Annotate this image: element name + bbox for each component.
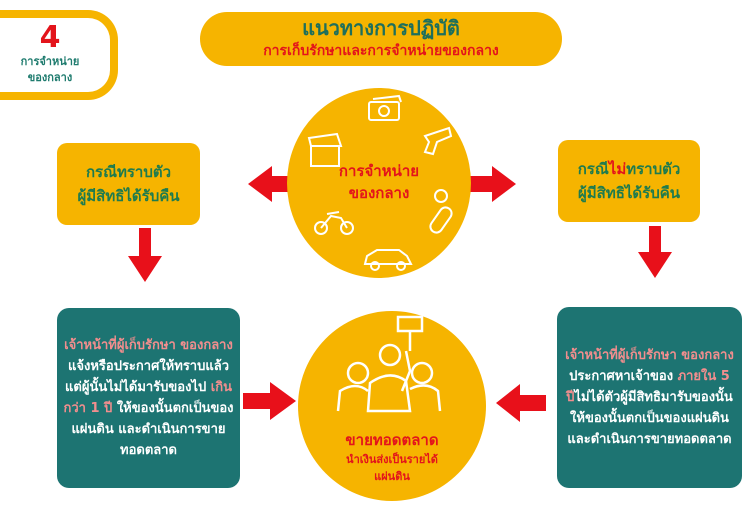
pills-icon (429, 189, 453, 234)
auction-icon (336, 315, 442, 413)
page-subtitle: การเก็บรักษาและการจำหน่ายของกลาง (263, 43, 499, 59)
section-badge: 4 การจำหน่าย ของกลาง (0, 10, 118, 100)
money-icon (368, 94, 402, 121)
known-owner-box: กรณีทราบตัว ผู้มีสิทธิได้รับคืน (57, 143, 200, 225)
unknown-owner-box: กรณีไม่ทราบตัว ผู้มีสิทธิได้รับคืน (558, 140, 700, 222)
unknown-owner-line2: ผู้มีสิทธิได้รับคืน (577, 184, 681, 202)
disposal-circle: การจำหน่าย ของกลาง (287, 88, 471, 278)
unknown-owner-not: ไม่ (608, 160, 627, 178)
treasure-chest-icon (307, 132, 343, 167)
evidence-label: ของกลาง (681, 348, 734, 363)
detail-text2: ให้ของนั้นตกเป็นของแผ่นดิน และดำเนินการข… (71, 401, 234, 458)
motorcycle-icon (314, 211, 354, 235)
known-owner-detail: เจ้าหน้าที่ผู้เก็บรักษา ของกลาง แจ้งหรือ… (57, 308, 240, 488)
arrow-down-left-icon (128, 228, 162, 282)
detail-text2: ไม่ได้ตัวผู้มีสิทธิมารับของนั้น ให้ของนั… (567, 390, 733, 447)
unknown-owner-a: กรณี (577, 160, 609, 178)
gun-icon (423, 126, 453, 156)
disposal-title-line1: การจำหน่าย (338, 162, 420, 180)
officer-label: เจ้าหน้าที่ผู้เก็บรักษา (565, 348, 677, 363)
arrow-down-right-icon (638, 226, 672, 278)
unknown-owner-c: ทราบตัว (626, 160, 681, 178)
badge-line1: การจำหน่าย (20, 55, 80, 68)
period-label: เกินกว่า 1 ปี (63, 380, 232, 416)
disposal-title-line2: ของกลาง (348, 184, 410, 202)
item-icons (307, 94, 453, 271)
badge-line2: ของกลาง (27, 71, 73, 84)
auction-sub2: แผ่นดิน (374, 470, 410, 483)
auction-title: ขายทอดตลาด (345, 431, 439, 449)
arrow-left-icon (248, 166, 292, 202)
arrow-into-circle-left-icon (243, 382, 296, 420)
auction-sub1: นำเงินส่งเป็นรายได้ (346, 453, 438, 466)
detail-text1: ประกาศหาเจ้าของ (569, 369, 678, 384)
evidence-label: ของกลาง (180, 338, 233, 353)
car-icon (363, 249, 413, 271)
known-owner-line1: กรณีทราบตัว (85, 163, 172, 181)
known-owner-line2: ผู้มีสิทธิได้รับคืน (77, 187, 180, 205)
page-title: แนวทางการปฏิบัติ (302, 16, 460, 40)
unknown-owner-detail: เจ้าหน้าที่ผู้เก็บรักษา ของกลาง ประกาศหา… (557, 307, 742, 488)
auction-circle: ขายทอดตลาด นำเงินส่งเป็นรายได้ แผ่นดิน (298, 311, 486, 501)
title-banner: แนวทางการปฏิบัติ การเก็บรักษาและการจำหน่… (200, 12, 562, 66)
detail-text1: แจ้งหรือประกาศให้ทราบแล้ว แต่ผู้นั้นไม่ไ… (65, 359, 229, 395)
section-number: 4 (39, 20, 61, 55)
officer-label: เจ้าหน้าที่ผู้เก็บรักษา (64, 338, 176, 353)
arrow-right-icon (468, 166, 516, 202)
period-label: ภายใน 5 ปี (566, 369, 730, 405)
arrow-into-circle-right-icon (496, 384, 546, 422)
